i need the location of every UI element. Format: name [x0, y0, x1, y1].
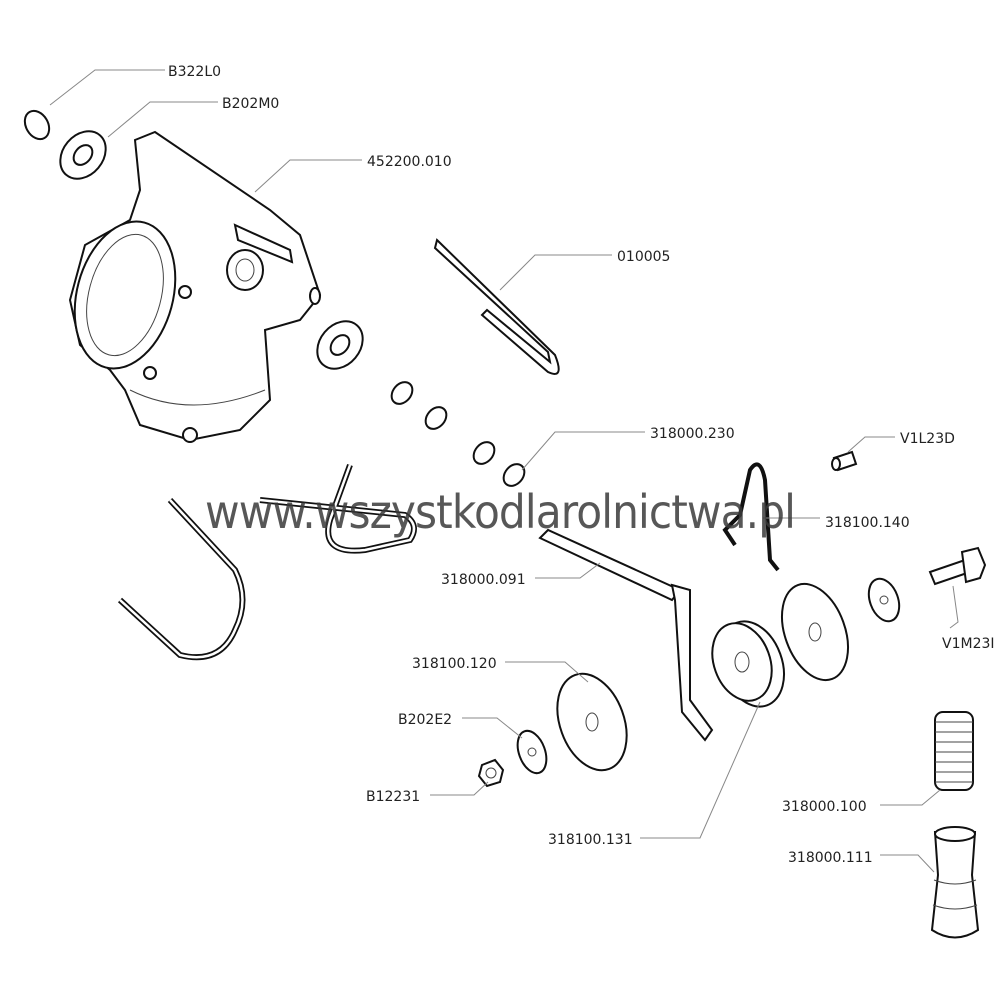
part-label-318100-140: 318100.140: [825, 515, 910, 531]
u-rod-part-left: [117, 497, 246, 661]
part-label-318000-100: 318000.100: [782, 799, 867, 815]
washer-part-b202m0: [59, 130, 107, 180]
u-rod-part-right: [259, 463, 417, 554]
part-label-318000-111: 318000.111: [788, 850, 873, 866]
valve-housing-part: [68, 130, 322, 443]
part-label-318100-120: 318100.120: [412, 656, 497, 672]
part-label-318000-230: 318000.230: [650, 426, 735, 442]
nut-part: [477, 758, 505, 788]
leader-lines: [49, 69, 959, 873]
part-label-v1l23d: V1L23D: [900, 431, 955, 447]
small-washers: [390, 381, 526, 487]
disc-part-318100-120: [556, 672, 628, 772]
circlip-part: [23, 109, 51, 141]
part-label-b322l0: B322L0: [168, 64, 221, 80]
part-label-v1m23i: V1M23I: [942, 636, 995, 652]
pulley-part: [711, 620, 785, 708]
spring-part: [934, 711, 974, 791]
seal-strip-part: [433, 238, 560, 375]
part-label-318100-131: 318100.131: [548, 832, 633, 848]
washer-part-large: [316, 320, 364, 370]
lever-shaft-part: [538, 528, 714, 742]
part-label-b12231: B12231: [366, 789, 420, 805]
washer-part-bolt: [867, 577, 901, 623]
part-label-010005: 010005: [617, 249, 670, 265]
pin-part: [831, 450, 858, 472]
part-label-b202m0: B202M0: [222, 96, 279, 112]
part-label-318000-091: 318000.091: [441, 572, 526, 588]
handle-grip-part: [930, 826, 980, 939]
washer-part-b202e2: [516, 729, 548, 775]
part-label-452200-010: 452200.010: [367, 154, 452, 170]
part-label-b202e2: B202E2: [398, 712, 452, 728]
disc-part-large: [781, 582, 849, 682]
bolt-part: [928, 546, 987, 586]
watermark-text: www.wszystkodlarolnictwa.pl: [205, 485, 795, 539]
spring-clip-part: [722, 462, 780, 572]
